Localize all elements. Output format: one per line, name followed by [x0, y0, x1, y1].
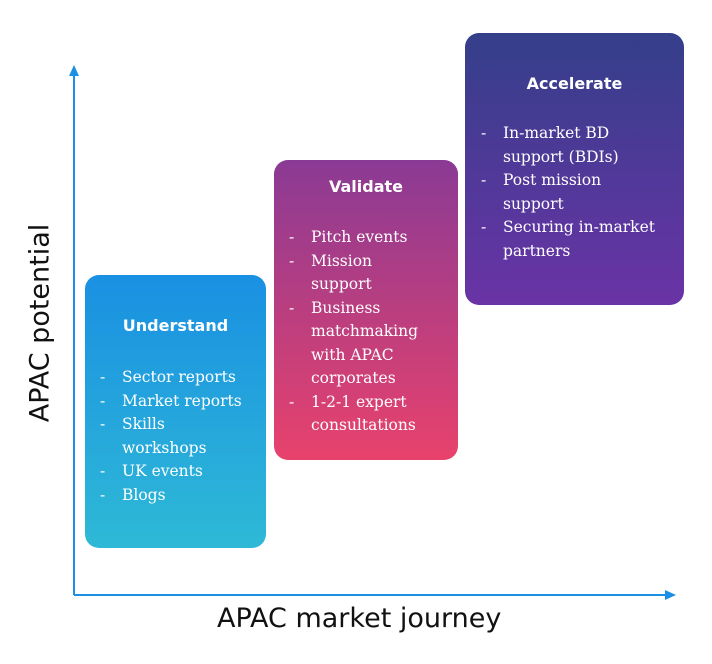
stage-card-accelerate: Accelerate In-market BD support (BDIs) P… — [465, 33, 684, 305]
stage-item: Post mission support — [481, 169, 655, 216]
stage-item-list: In-market BD support (BDIs) Post mission… — [481, 122, 655, 263]
x-axis-arrowhead — [665, 590, 676, 600]
stage-item: In-market BD support (BDIs) — [481, 122, 655, 169]
stage-item: Sector reports — [100, 366, 242, 390]
x-axis-title: APAC market journey — [217, 603, 502, 634]
stage-item: UK events — [100, 460, 242, 484]
stage-item: Mission support — [289, 250, 418, 297]
y-axis-title: APAC potential — [24, 223, 56, 423]
stage-title: Validate — [328, 177, 404, 196]
stage-item: Skills workshops — [100, 413, 242, 460]
stage-item: 1-2-1 expert consultations — [289, 391, 418, 438]
y-axis-arrowhead — [69, 65, 79, 76]
stage-item-list: Sector reports Market reports Skills wor… — [100, 366, 242, 507]
stage-item-list: Pitch events Mission support Business ma… — [289, 226, 418, 438]
stage-item: Pitch events — [289, 226, 418, 250]
stage-item: Securing in-market partners — [481, 216, 655, 263]
stage-card-understand: Understand Sector reports Market reports… — [85, 275, 266, 548]
stage-item: Blogs — [100, 484, 242, 508]
stage-item: Market reports — [100, 390, 242, 414]
stage-card-validate: Validate Pitch events Mission support Bu… — [274, 160, 458, 460]
stage-title: Accelerate — [526, 74, 623, 93]
stage-title: Understand — [122, 316, 229, 335]
stage-item: Business matchmaking with APAC corporate… — [289, 297, 418, 391]
